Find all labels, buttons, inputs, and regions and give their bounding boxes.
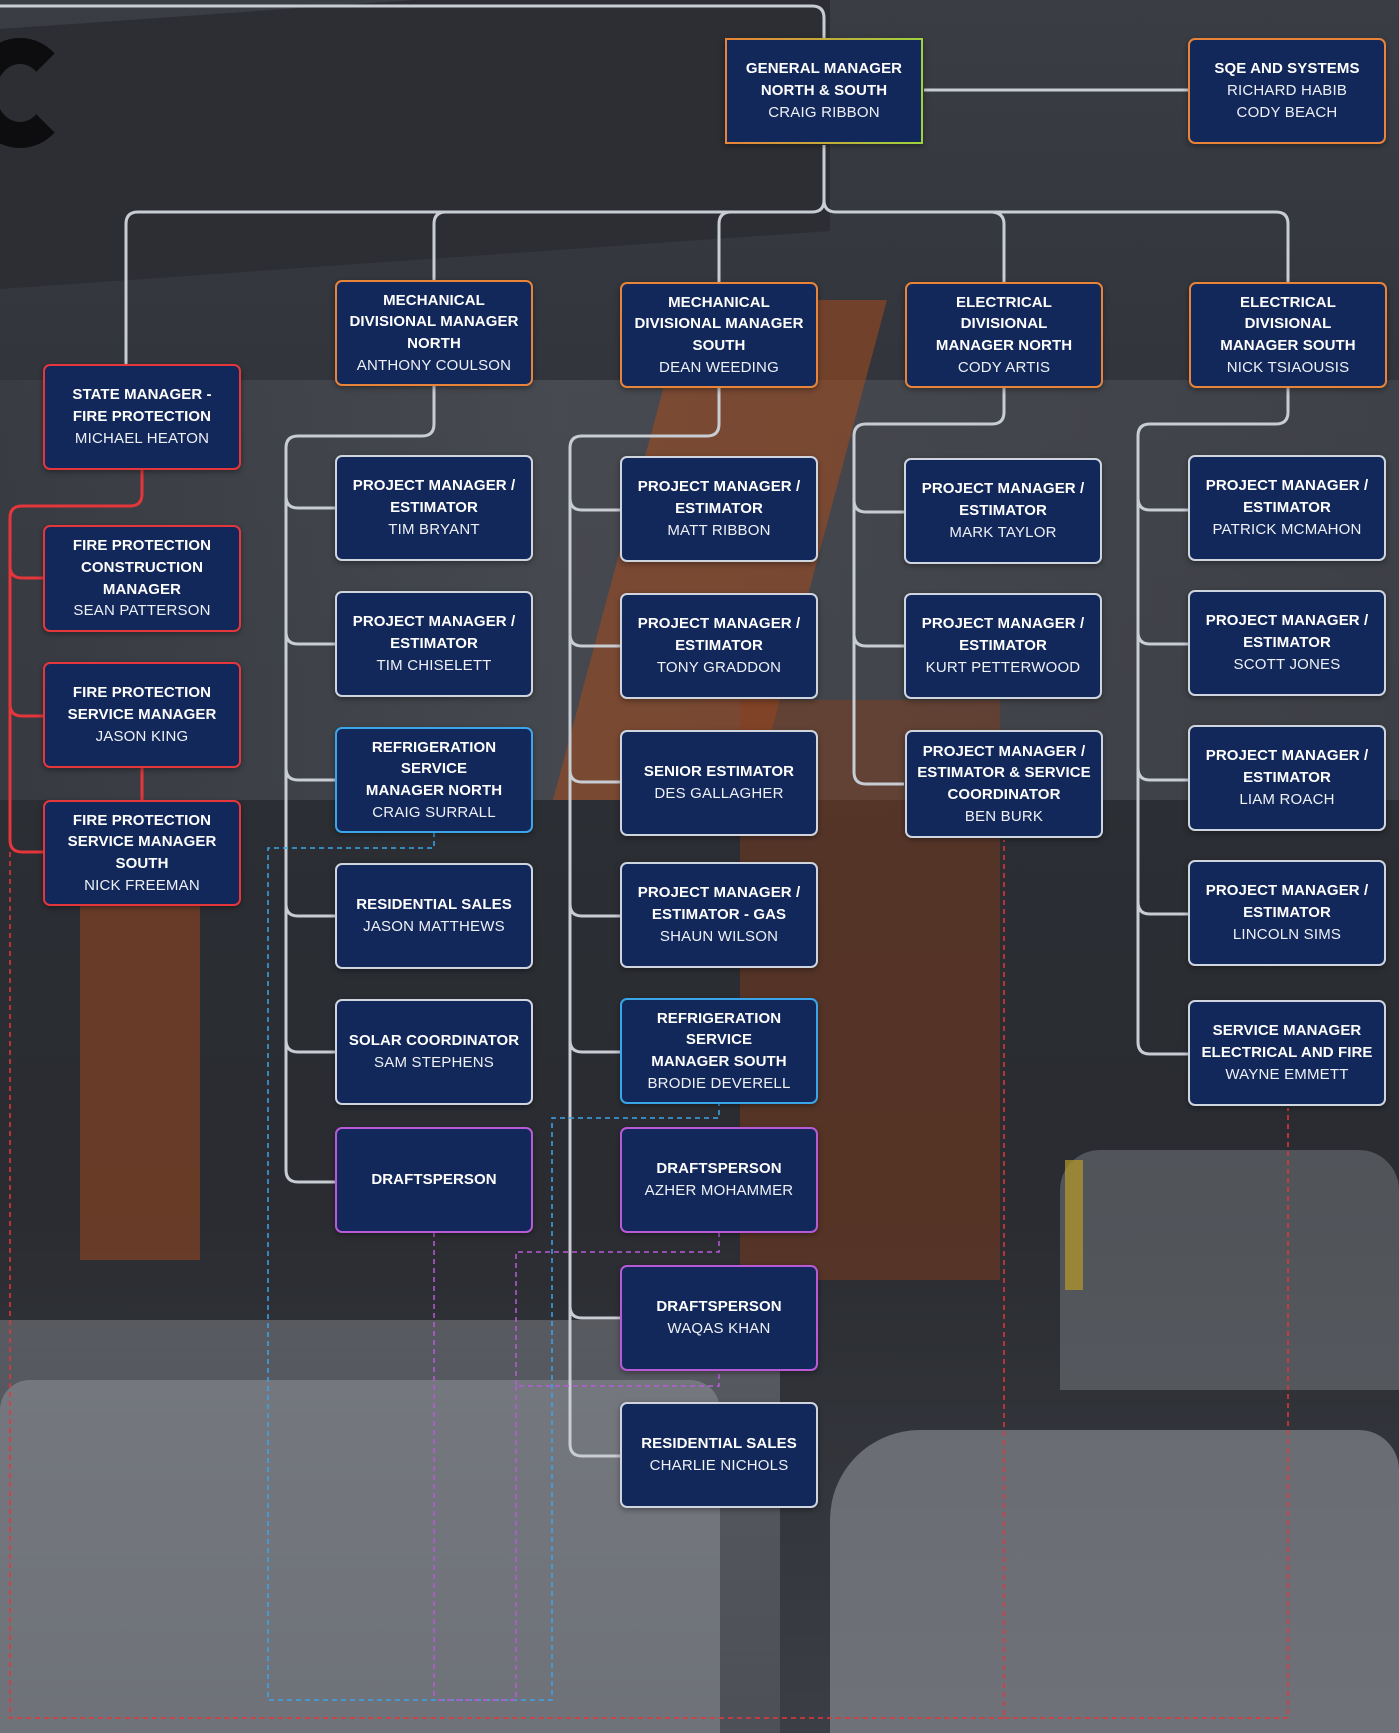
mech-north-staff-box[interactable]: SOLAR COORDINATOR SAM STEPHENS	[335, 999, 533, 1105]
box-name: JASON MATTHEWS	[363, 918, 505, 935]
mech-north-staff-box[interactable]: REFRIGERATION SERVICE MANAGER NORTH CRAI…	[335, 727, 533, 833]
box-name: MATT RIBBON	[667, 521, 771, 539]
box-title: MECHANICAL DIVISIONAL MANAGER SOUTH	[634, 293, 804, 355]
general-manager-title: GENERAL MANAGER NORTH & SOUTH	[745, 60, 903, 100]
box-name: WAYNE EMMETT	[1225, 1065, 1349, 1083]
mech-south-staff-box[interactable]: REFRIGERATION SERVICE MANAGER SOUTH BROD…	[620, 998, 818, 1104]
box-name: ANTHONY COULSON	[356, 356, 512, 374]
box-name: CODY ARTIS	[957, 358, 1051, 376]
box-name: TIM CHISELETT	[376, 656, 492, 674]
box-title: SOLAR COORDINATOR	[348, 1032, 520, 1050]
box-title: FIRE PROTECTION SERVICE MANAGER SOUTH	[67, 811, 217, 873]
elec-south-staff-box[interactable]: SERVICE MANAGER ELECTRICAL AND FIRE WAYN…	[1188, 1000, 1386, 1106]
general-manager-name: CRAIG RIBBON	[768, 103, 880, 121]
box-title: RESIDENTIAL SALES	[641, 1435, 797, 1453]
box-name: DES GALLAGHER	[654, 785, 784, 802]
box-title: PROJECT MANAGER / ESTIMATOR - GAS	[637, 884, 801, 924]
box-name: TONY GRADDON	[656, 658, 782, 676]
box-title: PROJECT MANAGER / ESTIMATOR	[637, 478, 801, 518]
elec-north-staff-box[interactable]: PROJECT MANAGER / ESTIMATOR & SERVICE CO…	[905, 730, 1103, 838]
box-title: SENIOR ESTIMATOR	[643, 763, 795, 781]
logo-mark	[0, 38, 70, 148]
box-title: SERVICE MANAGER ELECTRICAL AND FIRE	[1201, 1022, 1373, 1062]
box-title: ELECTRICAL DIVISIONAL MANAGER NORTH	[935, 293, 1073, 355]
box-title: PROJECT MANAGER / ESTIMATOR	[1205, 747, 1369, 787]
box-name: TIM BRYANT	[388, 520, 480, 538]
fire-staff-box[interactable]: FIRE PROTECTION CONSTRUCTION MANAGER SEA…	[43, 525, 241, 632]
box-name: PATRICK MCMAHON	[1212, 520, 1362, 538]
box-name: AZHER MOHAMMER	[644, 1182, 794, 1199]
box-title: REFRIGERATION SERVICE MANAGER NORTH	[365, 738, 503, 800]
box-name: CHARLIE NICHOLS	[649, 1457, 789, 1474]
mech-north-staff-box[interactable]: PROJECT MANAGER / ESTIMATOR TIM BRYANT	[335, 455, 533, 561]
box-name: SAM STEPHENS	[374, 1054, 494, 1071]
mech-south-staff-box[interactable]: PROJECT MANAGER / ESTIMATOR TONY GRADDON	[620, 593, 818, 699]
box-name: LIAM ROACH	[1239, 790, 1335, 808]
box-title: PROJECT MANAGER / ESTIMATOR	[921, 615, 1085, 655]
box-name: LINCOLN SIMS	[1232, 925, 1342, 943]
box-title: FIRE PROTECTION SERVICE MANAGER	[67, 684, 217, 724]
box-name: NICK TSIAOUSIS	[1226, 358, 1350, 376]
box-name: MARK TAYLOR	[949, 523, 1057, 541]
box-title: PROJECT MANAGER / ESTIMATOR	[1205, 477, 1369, 517]
box-title: MECHANICAL DIVISIONAL MANAGER NORTH	[349, 291, 519, 353]
box-name: SEAN PATTERSON	[73, 602, 211, 620]
elec-south-staff-box[interactable]: PROJECT MANAGER / ESTIMATOR LIAM ROACH	[1188, 725, 1386, 831]
box-title: RESIDENTIAL SALES	[356, 896, 512, 914]
mech-north-staff-box[interactable]: PROJECT MANAGER / ESTIMATOR TIM CHISELET…	[335, 591, 533, 697]
box-name: DEAN WEEDING	[659, 358, 779, 376]
mech-south-staff-box[interactable]: SENIOR ESTIMATOR DES GALLAGHER	[620, 730, 818, 836]
mech-south-staff-box[interactable]: RESIDENTIAL SALES CHARLIE NICHOLS	[620, 1402, 818, 1508]
box-title: PROJECT MANAGER / ESTIMATOR	[1205, 612, 1369, 652]
elec-south-staff-box[interactable]: PROJECT MANAGER / ESTIMATOR PATRICK MCMA…	[1188, 455, 1386, 561]
box-name: MICHAEL HEATON	[74, 429, 210, 447]
mech-south-staff-box[interactable]: PROJECT MANAGER / ESTIMATOR MATT RIBBON	[620, 456, 818, 562]
general-manager-box[interactable]: GENERAL MANAGER NORTH & SOUTH CRAIG RIBB…	[725, 38, 923, 144]
box-title: DRAFTSPERSON	[371, 1171, 497, 1189]
box-name: SHAUN WILSON	[659, 927, 779, 945]
box-title: PROJECT MANAGER / ESTIMATOR	[921, 480, 1085, 520]
box-title: PROJECT MANAGER / ESTIMATOR	[1205, 882, 1369, 922]
box-title: FIRE PROTECTION CONSTRUCTION MANAGER	[72, 537, 212, 598]
sqe-name-2: CODY BEACH	[1236, 103, 1338, 121]
box-title: STATE MANAGER - FIRE PROTECTION	[72, 386, 212, 426]
sqe-systems-box[interactable]: SQE AND SYSTEMS RICHARD HABIB CODY BEACH	[1188, 38, 1386, 144]
mech-south-staff-box[interactable]: PROJECT MANAGER / ESTIMATOR - GAS SHAUN …	[620, 862, 818, 968]
fire-staff-box[interactable]: FIRE PROTECTION SERVICE MANAGER JASON KI…	[43, 662, 241, 768]
box-title: PROJECT MANAGER / ESTIMATOR	[352, 477, 516, 517]
mech-south-staff-box[interactable]: DRAFTSPERSON AZHER MOHAMMER	[620, 1127, 818, 1233]
box-name: CRAIG SURRALL	[372, 803, 496, 821]
fire-staff-box[interactable]: FIRE PROTECTION SERVICE MANAGER SOUTH NI…	[43, 800, 241, 906]
box-name: BEN BURK	[964, 807, 1044, 825]
box-name: JASON KING	[95, 727, 189, 745]
box-name: BRODIE DEVERELL	[647, 1074, 791, 1092]
elec-south-manager-box[interactable]: ELECTRICAL DIVISIONAL MANAGER SOUTH NICK…	[1189, 282, 1387, 388]
elec-north-staff-box[interactable]: PROJECT MANAGER / ESTIMATOR MARK TAYLOR	[904, 458, 1102, 564]
mech-south-staff-box[interactable]: DRAFTSPERSON WAQAS KHAN	[620, 1265, 818, 1371]
box-name: KURT PETTERWOOD	[925, 658, 1081, 676]
mech-north-manager-box[interactable]: MECHANICAL DIVISIONAL MANAGER NORTH ANTH…	[335, 280, 533, 386]
elec-north-staff-box[interactable]: PROJECT MANAGER / ESTIMATOR KURT PETTERW…	[904, 593, 1102, 699]
box-title: REFRIGERATION SERVICE MANAGER SOUTH	[651, 1009, 787, 1071]
elec-north-manager-box[interactable]: ELECTRICAL DIVISIONAL MANAGER NORTH CODY…	[905, 282, 1103, 388]
box-name: NICK FREEMAN	[84, 876, 200, 894]
box-title: PROJECT MANAGER / ESTIMATOR	[352, 613, 516, 653]
mech-south-manager-box[interactable]: MECHANICAL DIVISIONAL MANAGER SOUTH DEAN…	[620, 282, 818, 388]
elec-south-staff-box[interactable]: PROJECT MANAGER / ESTIMATOR SCOTT JONES	[1188, 590, 1386, 696]
box-title: PROJECT MANAGER / ESTIMATOR & SERVICE CO…	[917, 742, 1091, 804]
box-title: DRAFTSPERSON	[656, 1298, 782, 1316]
box-title: ELECTRICAL DIVISIONAL MANAGER SOUTH	[1220, 293, 1356, 355]
elec-south-staff-box[interactable]: PROJECT MANAGER / ESTIMATOR LINCOLN SIMS	[1188, 860, 1386, 966]
mech-north-staff-box[interactable]: RESIDENTIAL SALES JASON MATTHEWS	[335, 863, 533, 969]
box-title: PROJECT MANAGER / ESTIMATOR	[637, 615, 801, 655]
mech-north-staff-box[interactable]: DRAFTSPERSON	[335, 1127, 533, 1233]
box-title: DRAFTSPERSON	[656, 1160, 782, 1178]
sqe-title: SQE AND SYSTEMS	[1214, 60, 1360, 78]
sqe-name-1: RICHARD HABIB	[1226, 82, 1348, 100]
box-name: WAQAS KHAN	[667, 1320, 771, 1337]
state-manager-fire-box[interactable]: STATE MANAGER - FIRE PROTECTION MICHAEL …	[43, 364, 241, 470]
box-name: SCOTT JONES	[1233, 655, 1341, 673]
